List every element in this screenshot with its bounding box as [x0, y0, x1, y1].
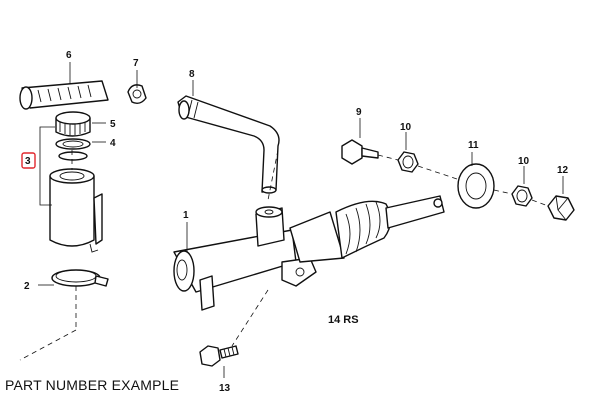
callout-13[interactable]: 13: [219, 383, 231, 394]
part-10-nut-b[interactable]: [511, 185, 533, 207]
part-8-pipe[interactable]: [177, 95, 280, 194]
part-6-hose[interactable]: [19, 80, 109, 110]
callout-8[interactable]: 8: [189, 69, 195, 80]
part-9-bolt[interactable]: [341, 139, 379, 165]
assembly-axes: [19, 149, 549, 361]
part-13-bolt[interactable]: [199, 345, 239, 367]
callout-2[interactable]: 2: [24, 281, 30, 292]
part-4-seal[interactable]: [55, 138, 91, 161]
callout-3[interactable]: 3: [25, 156, 31, 167]
part-5-cap[interactable]: [55, 111, 91, 137]
callout-10b[interactable]: 10: [518, 156, 530, 167]
callout-4[interactable]: 4: [110, 138, 116, 149]
callout-12[interactable]: 12: [557, 165, 569, 176]
diagram-code-label: 14 RS: [328, 314, 359, 326]
part-1-master-cylinder[interactable]: [173, 195, 445, 311]
caption: PART NUMBER EXAMPLE: [5, 377, 180, 393]
part-12-cap-nut[interactable]: [547, 195, 575, 221]
part-7-clamp[interactable]: [127, 84, 147, 105]
callout-11[interactable]: 11: [468, 140, 479, 151]
part-3-reservoir[interactable]: [49, 168, 103, 253]
callout-5[interactable]: 5: [110, 119, 116, 130]
callout-7[interactable]: 7: [133, 58, 139, 69]
callout-10a[interactable]: 10: [400, 122, 412, 133]
part-11-ring[interactable]: [457, 163, 495, 209]
part-2-clamp[interactable]: [51, 269, 109, 287]
callout-1[interactable]: 1: [183, 210, 189, 221]
callout-3-highlight: [21, 152, 36, 169]
callout-9[interactable]: 9: [356, 107, 362, 118]
callout-6[interactable]: 6: [66, 50, 72, 61]
part-10-nut-a[interactable]: [397, 151, 419, 173]
